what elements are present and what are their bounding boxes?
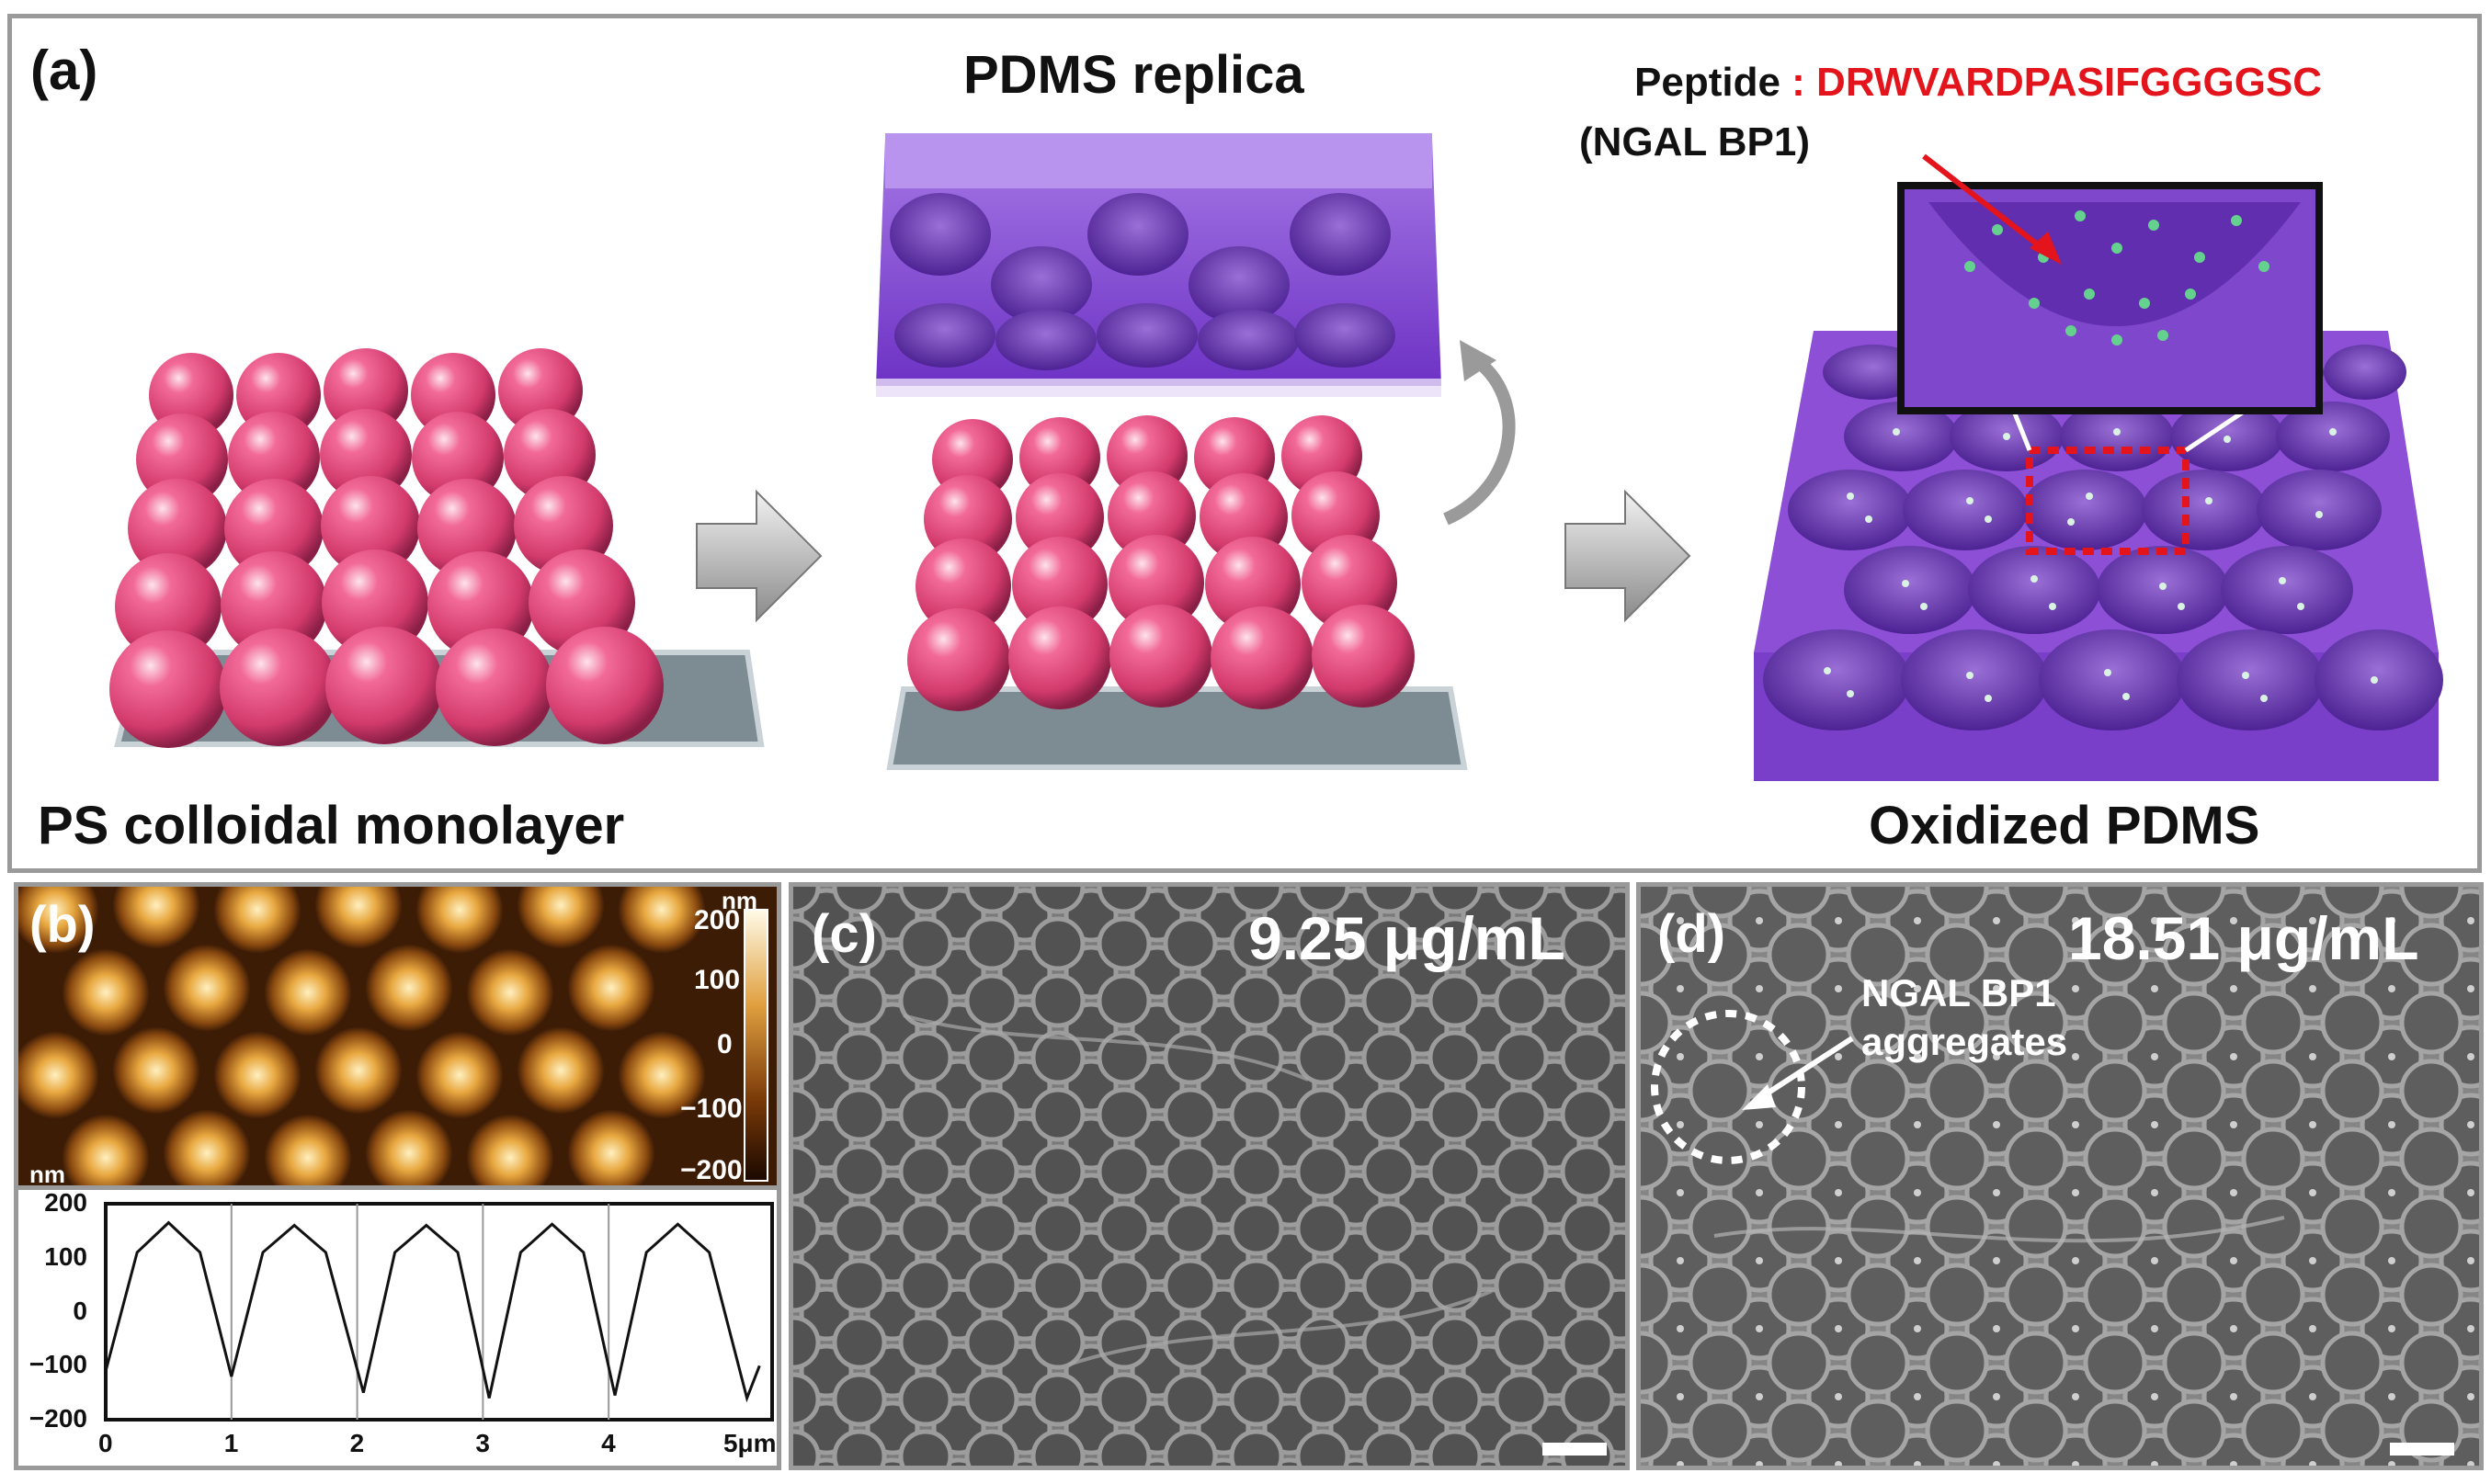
x-tick-label: 2 — [349, 1429, 365, 1457]
pdms-replica-block — [876, 133, 1441, 397]
colorbar-tick-100: 100 — [694, 965, 741, 995]
peptide-sequence: DRWVARDPASIFGGGGSC — [1816, 60, 2323, 105]
y-tick-label: 200 — [44, 1190, 87, 1217]
scale-bar-c — [1542, 1443, 1607, 1456]
highlight-box — [2026, 447, 2190, 555]
lift-arrow — [1443, 353, 1516, 526]
height-profile-plot — [104, 1202, 774, 1422]
oxidized-pdms-caption: Oxidized PDMS — [1869, 796, 2260, 855]
concentration-c: 9.25 μg/mL — [1248, 904, 1565, 972]
panel-c-sem: (c) 9.25 μg/mL — [789, 882, 1630, 1470]
colorbar-tick-200: 200 — [694, 905, 741, 935]
x-tick-label: 3 — [475, 1429, 490, 1457]
panel-a: (a) PDMS replica PS colloidal monolayer … — [7, 14, 2482, 873]
center-sphere-array — [907, 415, 1415, 711]
colorbar-tick-neg100: −100 — [680, 1093, 743, 1124]
afm-height-map — [18, 887, 777, 1185]
panel-b-afm-image: (b) nm nm 200 100 0 −100 −200 — [14, 882, 781, 1190]
left-sphere-array — [109, 348, 664, 748]
y-tick-label: 0 — [73, 1296, 87, 1325]
concentration-d: 18.51 μg/mL — [2068, 904, 2419, 972]
colorbar-tick-neg200: −200 — [680, 1155, 743, 1185]
process-arrow-2 — [1564, 489, 1691, 623]
peptide-separator: : — [1791, 60, 1805, 105]
colorbar-tick-0: 0 — [717, 1029, 733, 1059]
pdms-replica-title: PDMS replica — [963, 45, 1304, 105]
afm-unit-corner: nm — [29, 1161, 65, 1188]
ps-colloidal-monolayer-caption: PS colloidal monolayer — [38, 796, 625, 855]
scale-bar-d — [2390, 1443, 2454, 1456]
sem-image-d — [1641, 887, 2479, 1466]
peptide-well-inset — [1897, 153, 2323, 414]
process-arrow-1 — [696, 489, 823, 623]
aggregate-annotation-line2: aggregates — [1861, 1020, 2068, 1063]
panel-a-illustration — [109, 133, 2443, 781]
y-tick-label: 100 — [44, 1241, 87, 1271]
y-tick-label: −100 — [28, 1350, 87, 1379]
sem-image-c — [793, 887, 1625, 1466]
panel-c-label: (c) — [812, 904, 877, 964]
peptide-pointer — [1922, 153, 2050, 255]
plot-frame — [104, 1202, 774, 1422]
panel-d-label: (d) — [1657, 904, 1726, 964]
afm-unit-top: nm — [722, 887, 757, 914]
peptide-label: Peptide : DRWVARDPASIFGGGGSC — [1634, 60, 2323, 105]
afm-colorbar — [744, 909, 768, 1182]
x-tick-label: 1 — [223, 1429, 239, 1457]
panel-a-label: (a) — [30, 40, 98, 101]
peptide-name: (NGAL BP1) — [1579, 119, 1810, 164]
y-tick-label: −200 — [28, 1404, 87, 1433]
panel-b-profile-chart: 200 100 0 −100 −200 0 1 2 3 4 5μm — [14, 1190, 781, 1470]
aggregate-highlight-circle — [1651, 1010, 1805, 1164]
height-profile-line — [104, 1220, 761, 1403]
aggregate-annotation-line1: NGAL BP1 — [1861, 971, 2056, 1014]
x-tick-label: 0 — [98, 1429, 113, 1457]
x-tick-label: 5μm — [722, 1429, 777, 1457]
panel-d-sem: (d) 18.51 μg/mL NGAL BP1 aggregates — [1636, 882, 2484, 1470]
aggregate-pointer — [1754, 1036, 1854, 1104]
panel-b-label: (b) — [29, 895, 96, 953]
center-substrate — [886, 686, 1468, 770]
x-tick-label: 4 — [601, 1429, 616, 1457]
